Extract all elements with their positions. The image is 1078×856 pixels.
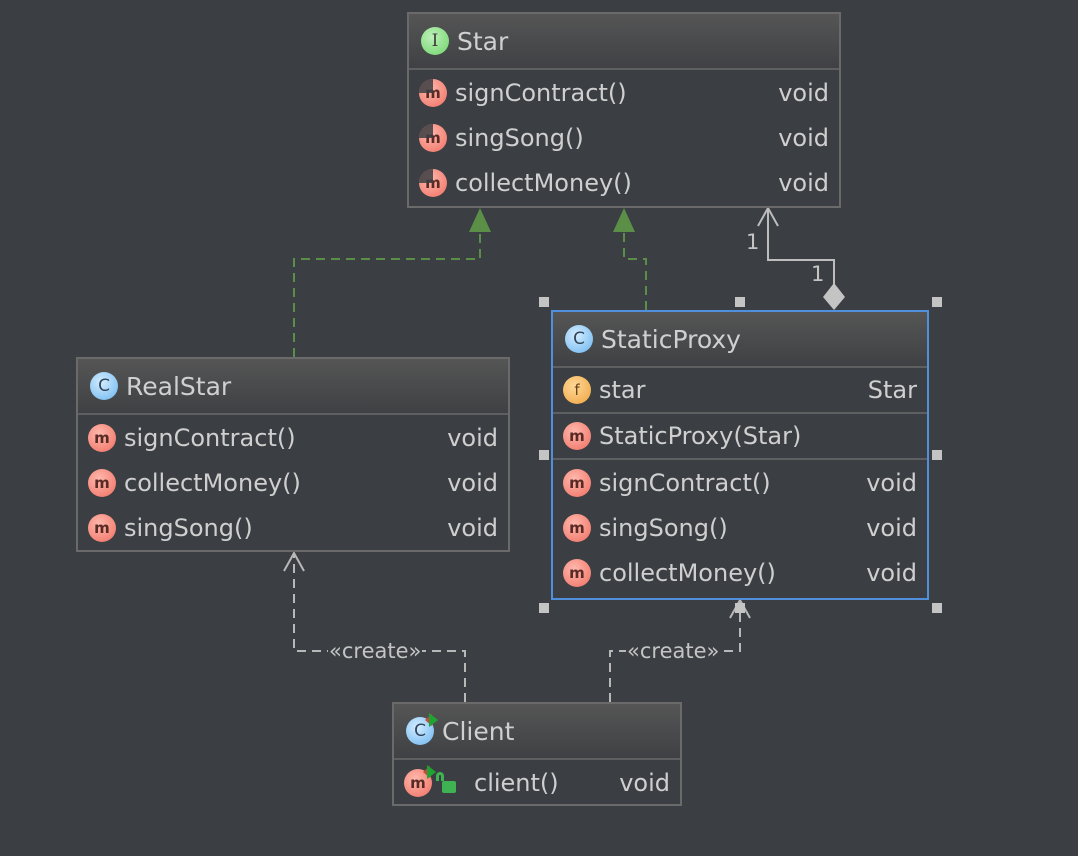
method-name: singSong() [124, 513, 253, 542]
class-icon: C [90, 372, 118, 400]
run-marker-icon [423, 766, 430, 778]
method-row[interactable]: m singSong() void [78, 505, 508, 550]
field-name: star [599, 376, 646, 404]
multiplicity-target: 1 [746, 230, 760, 254]
field-row[interactable]: f star Star [553, 368, 927, 412]
method-type: void [866, 513, 917, 542]
method-icon: m [563, 468, 591, 497]
constructor-row[interactable]: m StaticProxy(Star) [553, 414, 927, 458]
method-type: void [778, 123, 829, 152]
node-header: C StaticProxy [553, 312, 927, 368]
methods-section: m signContract() void m singSong() void … [409, 70, 839, 205]
public-visibility-icon [436, 772, 456, 793]
method-name: collectMoney() [455, 168, 632, 197]
methods-section: m signContract() void m collectMoney() v… [78, 415, 508, 550]
node-star[interactable]: I Star m signContract() void m singSong(… [407, 12, 841, 208]
method-row[interactable]: m singSong() void [409, 115, 839, 160]
node-title: RealStar [126, 371, 232, 401]
method-icon-letter: m [410, 774, 426, 792]
method-type: void [447, 513, 498, 542]
method-type: void [619, 769, 670, 797]
node-header: C Client [394, 704, 680, 760]
method-row[interactable]: m signContract() void [409, 70, 839, 115]
method-icon: m [563, 513, 591, 542]
node-title: Star [457, 26, 509, 56]
abstract-method-icon: m [419, 168, 447, 197]
abstract-method-icon: m [419, 78, 447, 107]
method-name: singSong() [599, 513, 728, 542]
method-row[interactable]: m collectMoney() void [553, 550, 927, 595]
method-type: void [866, 558, 917, 587]
field-icon: f [563, 376, 591, 404]
realization-arrowhead [613, 208, 635, 232]
open-arrowhead [283, 550, 305, 572]
method-row[interactable]: m collectMoney() void [78, 460, 508, 505]
method-type: void [447, 423, 498, 452]
method-icon: m [88, 513, 116, 542]
resize-handle-n[interactable] [735, 297, 745, 307]
method-name: signContract() [599, 468, 771, 497]
resize-handle-ne[interactable] [932, 297, 942, 307]
method-row[interactable]: m signContract() void [78, 415, 508, 460]
constructors-section: m StaticProxy(Star) [553, 414, 927, 460]
method-row[interactable]: m signContract() void [553, 460, 927, 505]
edge-staticproxy-implements-star[interactable] [613, 208, 647, 310]
methods-section: m signContract() void m singSong() void … [553, 460, 927, 595]
method-row[interactable]: m collectMoney() void [409, 160, 839, 205]
class-icon: C [565, 325, 593, 353]
method-type: void [866, 468, 917, 497]
node-header: I Star [409, 14, 839, 70]
method-type: void [778, 168, 829, 197]
open-arrowhead [757, 205, 779, 227]
node-client[interactable]: C Client m client() void [392, 702, 682, 806]
stereotype-create-staticproxy: «create» [626, 639, 721, 663]
open-arrowhead [729, 597, 751, 619]
method-row[interactable]: m singSong() void [553, 505, 927, 550]
interface-icon: I [421, 27, 449, 55]
abstract-method-icon: m [419, 123, 447, 152]
method-icon: m [563, 422, 591, 450]
node-staticproxy[interactable]: C StaticProxy f star Star m StaticProxy(… [551, 310, 929, 600]
run-arrow-icon [429, 713, 438, 727]
node-realstar[interactable]: C RealStar m signContract() void m colle… [76, 357, 510, 552]
stereotype-create-realstar: «create» [328, 639, 423, 663]
realization-arrowhead [469, 208, 491, 232]
class-icon-letter: C [414, 721, 426, 741]
field-type: Star [867, 376, 917, 404]
resize-handle-se[interactable] [932, 603, 942, 613]
runnable-class-icon: C [406, 713, 438, 745]
method-icon: m [88, 423, 116, 452]
runnable-method-icon: m [404, 765, 436, 797]
fields-section: f star Star [553, 368, 927, 414]
method-name: collectMoney() [124, 468, 301, 497]
constructor-name: StaticProxy(Star) [599, 422, 802, 450]
method-name: client() [474, 769, 559, 797]
node-title: StaticProxy [601, 324, 741, 354]
method-name: signContract() [455, 78, 627, 107]
resize-handle-sw[interactable] [539, 603, 549, 613]
run-arrow-icon [427, 765, 436, 779]
node-header: C RealStar [78, 359, 508, 415]
aggregation-diamond [823, 283, 845, 310]
method-name: singSong() [455, 123, 584, 152]
edge-realstar-implements-star[interactable] [293, 208, 491, 357]
method-type: void [447, 468, 498, 497]
edge-client-creates-realstar[interactable] [283, 550, 466, 702]
edge-staticproxy-aggregates-star[interactable] [757, 205, 845, 310]
resize-handle-w[interactable] [539, 450, 549, 460]
resize-handle-e[interactable] [932, 450, 942, 460]
method-icon: m [563, 558, 591, 587]
method-name: collectMoney() [599, 558, 776, 587]
resize-handle-nw[interactable] [539, 297, 549, 307]
method-icon: m [88, 468, 116, 497]
resize-handle-s[interactable] [735, 603, 745, 613]
method-name: signContract() [124, 423, 296, 452]
run-marker-icon [425, 714, 432, 726]
method-row[interactable]: m client() void [394, 760, 680, 806]
methods-section: m client() void [394, 760, 680, 806]
method-type: void [778, 78, 829, 107]
node-title: Client [442, 716, 515, 746]
multiplicity-source: 1 [811, 262, 825, 286]
